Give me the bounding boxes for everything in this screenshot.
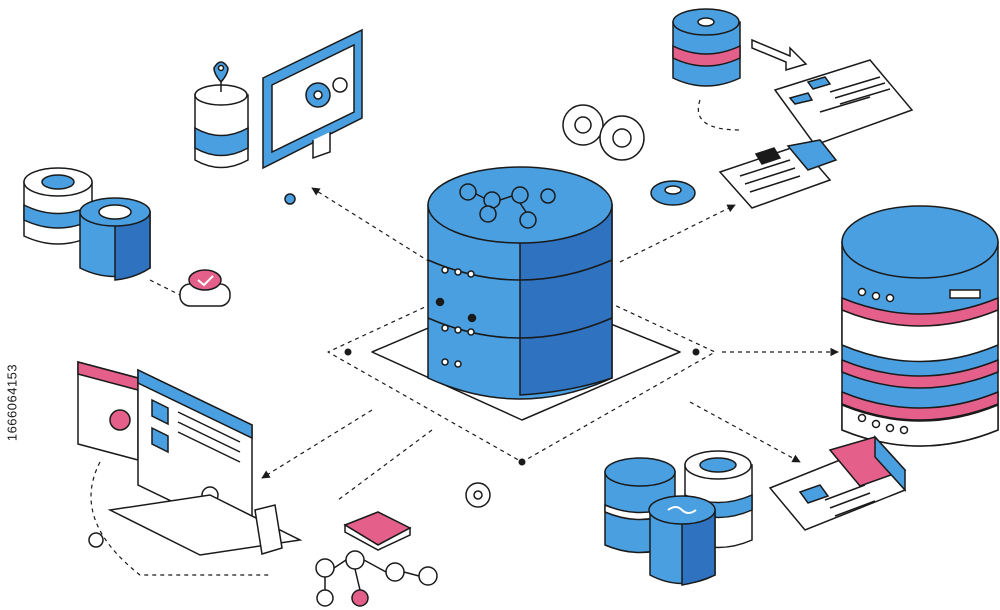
analytics-screen-icon <box>78 362 300 555</box>
database-export-to-document-icon <box>673 9 912 145</box>
connector-to-flowchart <box>338 430 432 500</box>
report-document-icon <box>770 437 905 530</box>
image-id-label: 1666064153 <box>5 333 20 473</box>
small-database-stack-icon <box>24 168 230 306</box>
document-with-tag-icon <box>720 140 836 208</box>
flowchart-icon <box>316 512 437 606</box>
connector-to-monitor <box>312 188 430 262</box>
connector-to-analytics <box>262 410 372 478</box>
central-database-icon <box>428 167 612 399</box>
monitor-with-gears-icon <box>263 30 362 204</box>
large-database-icon <box>842 206 998 446</box>
database-cluster-icon <box>605 451 752 585</box>
connector-top-db-to-doc <box>698 100 740 130</box>
server-cylinder-with-pin-icon <box>195 62 248 168</box>
connector-to-tag-doc <box>620 205 735 262</box>
